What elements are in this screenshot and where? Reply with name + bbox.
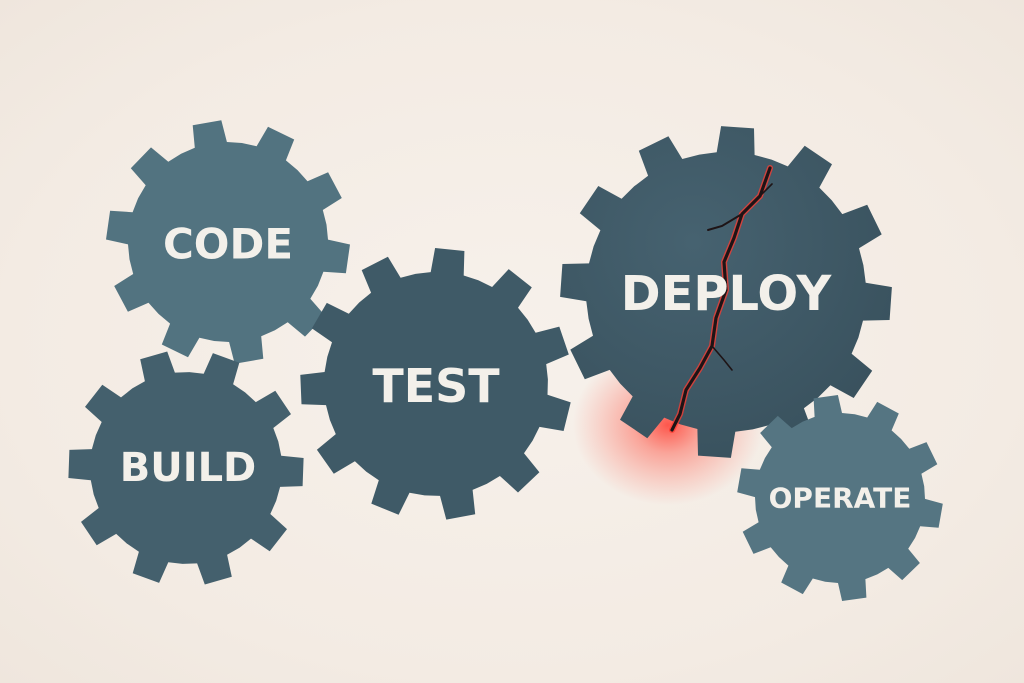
gear-label-operate: OPERATE — [769, 482, 912, 515]
gear-label-code: CODE — [163, 220, 293, 269]
crack-mark — [669, 165, 773, 433]
gear-code — [106, 120, 350, 364]
gear-operate — [737, 395, 943, 601]
gear-label-build: BUILD — [120, 445, 257, 491]
gear-test — [300, 248, 571, 520]
gear-label-test: TEST — [372, 359, 500, 413]
gear-label-deploy: DEPLOY — [621, 266, 833, 322]
gear-build — [68, 351, 304, 585]
